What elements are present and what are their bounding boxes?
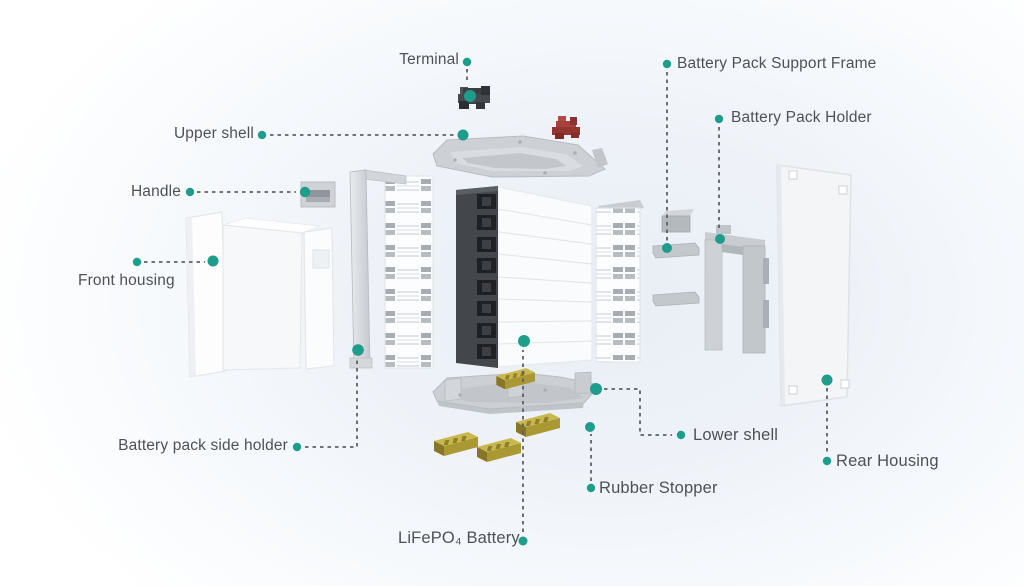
terminal-part-dot: [464, 90, 476, 102]
support-frame-label-dot: [662, 59, 672, 69]
front-housing-part: [185, 211, 335, 378]
upper-shell-label-dot: [257, 130, 267, 140]
holder-label-dot: [714, 114, 724, 124]
lifepo4-part-dot: [518, 335, 530, 347]
side-holder-leader-line: [305, 357, 358, 448]
rubber-stopper-part-dot: [585, 422, 595, 432]
lower-shell-part: [432, 371, 601, 414]
battery-pack-side-holder-part: [349, 169, 407, 369]
side-holder-part-dot: [352, 344, 364, 356]
lower-shell-part-dot: [590, 383, 602, 395]
rear-housing-part: [776, 164, 852, 407]
battery-pack-support-frame-part: [652, 209, 700, 307]
label-front-housing: Front housing: [78, 272, 175, 289]
holder-part-dot: [715, 234, 725, 244]
red-terminal-part: [552, 116, 580, 139]
upper-shell-part-dot: [457, 129, 469, 141]
handle-part-dot: [299, 186, 311, 198]
lower-shell-label-dot: [676, 430, 686, 440]
label-handle: Handle: [130, 183, 181, 200]
label-battery-pack-support-frame: Battery Pack Support Frame: [677, 55, 877, 72]
rubber-stopper-label-dot: [586, 483, 596, 493]
left-busbar-ladder: [384, 175, 434, 369]
label-lifepo4-battery: LiFePO₄ Battery: [398, 529, 520, 547]
front-housing-part-dot: [207, 255, 219, 267]
label-upper-shell: Upper shell: [173, 125, 254, 142]
upper-shell-part: [432, 135, 608, 178]
label-battery-pack-side-holder: Battery pack side holder: [118, 437, 288, 454]
terminal-label-dot: [462, 57, 472, 67]
lower-shell-leader-line: [604, 388, 672, 436]
label-rear-housing: Rear Housing: [836, 452, 939, 470]
side-holder-label-dot: [292, 442, 302, 452]
handle-label-dot: [185, 187, 195, 197]
support-frame-part-dot: [662, 243, 672, 253]
rear-housing-label-dot: [822, 456, 832, 466]
label-terminal: Terminal: [399, 51, 459, 68]
label-rubber-stopper: Rubber Stopper: [599, 479, 718, 497]
battery-pack-holder-part: [704, 225, 769, 354]
front-housing-label-dot: [132, 257, 142, 267]
lifepo4-battery-stack: [456, 186, 593, 368]
rear-housing-part-dot: [821, 374, 833, 386]
lifepo4-label-dot: [518, 536, 528, 546]
label-lower-shell: Lower shell: [693, 426, 779, 444]
right-busbar-ladder: [595, 200, 644, 363]
label-battery-pack-holder: Battery Pack Holder: [731, 109, 872, 126]
